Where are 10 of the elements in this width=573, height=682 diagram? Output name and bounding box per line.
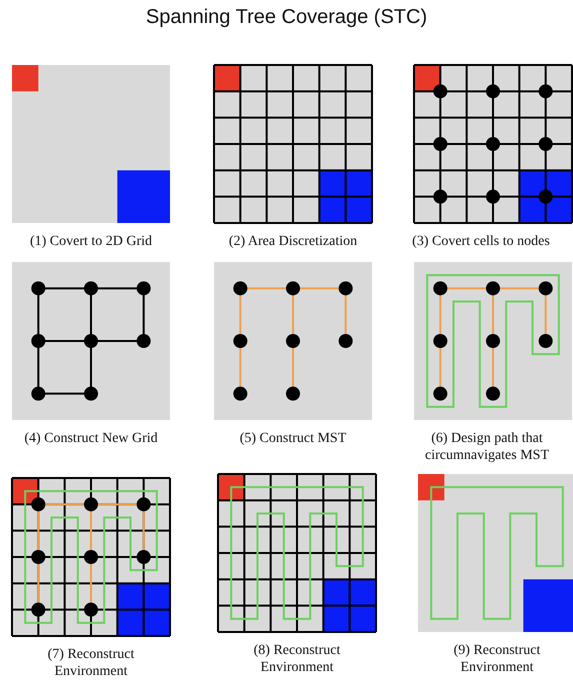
panel-caption: (6) Design path that circumnavigates MST <box>424 430 550 464</box>
diagram-title: Spanning Tree Coverage (STC) <box>144 6 428 29</box>
panel-caption: (2) Area Discretization <box>228 233 358 250</box>
panel-caption: (5) Construct MST <box>238 430 348 447</box>
panel-caption: (7) Reconstruct Environment <box>46 646 136 680</box>
panel-caption: (1) Covert to 2D Grid <box>28 233 154 250</box>
panel-caption: (8) Reconstruct Environment <box>252 642 342 676</box>
panel-caption: (4) Construct New Grid <box>23 430 159 447</box>
panel-caption: (3) Covert cells to nodes <box>411 233 551 250</box>
panel-caption: (9) Reconstruct Environment <box>452 642 542 676</box>
